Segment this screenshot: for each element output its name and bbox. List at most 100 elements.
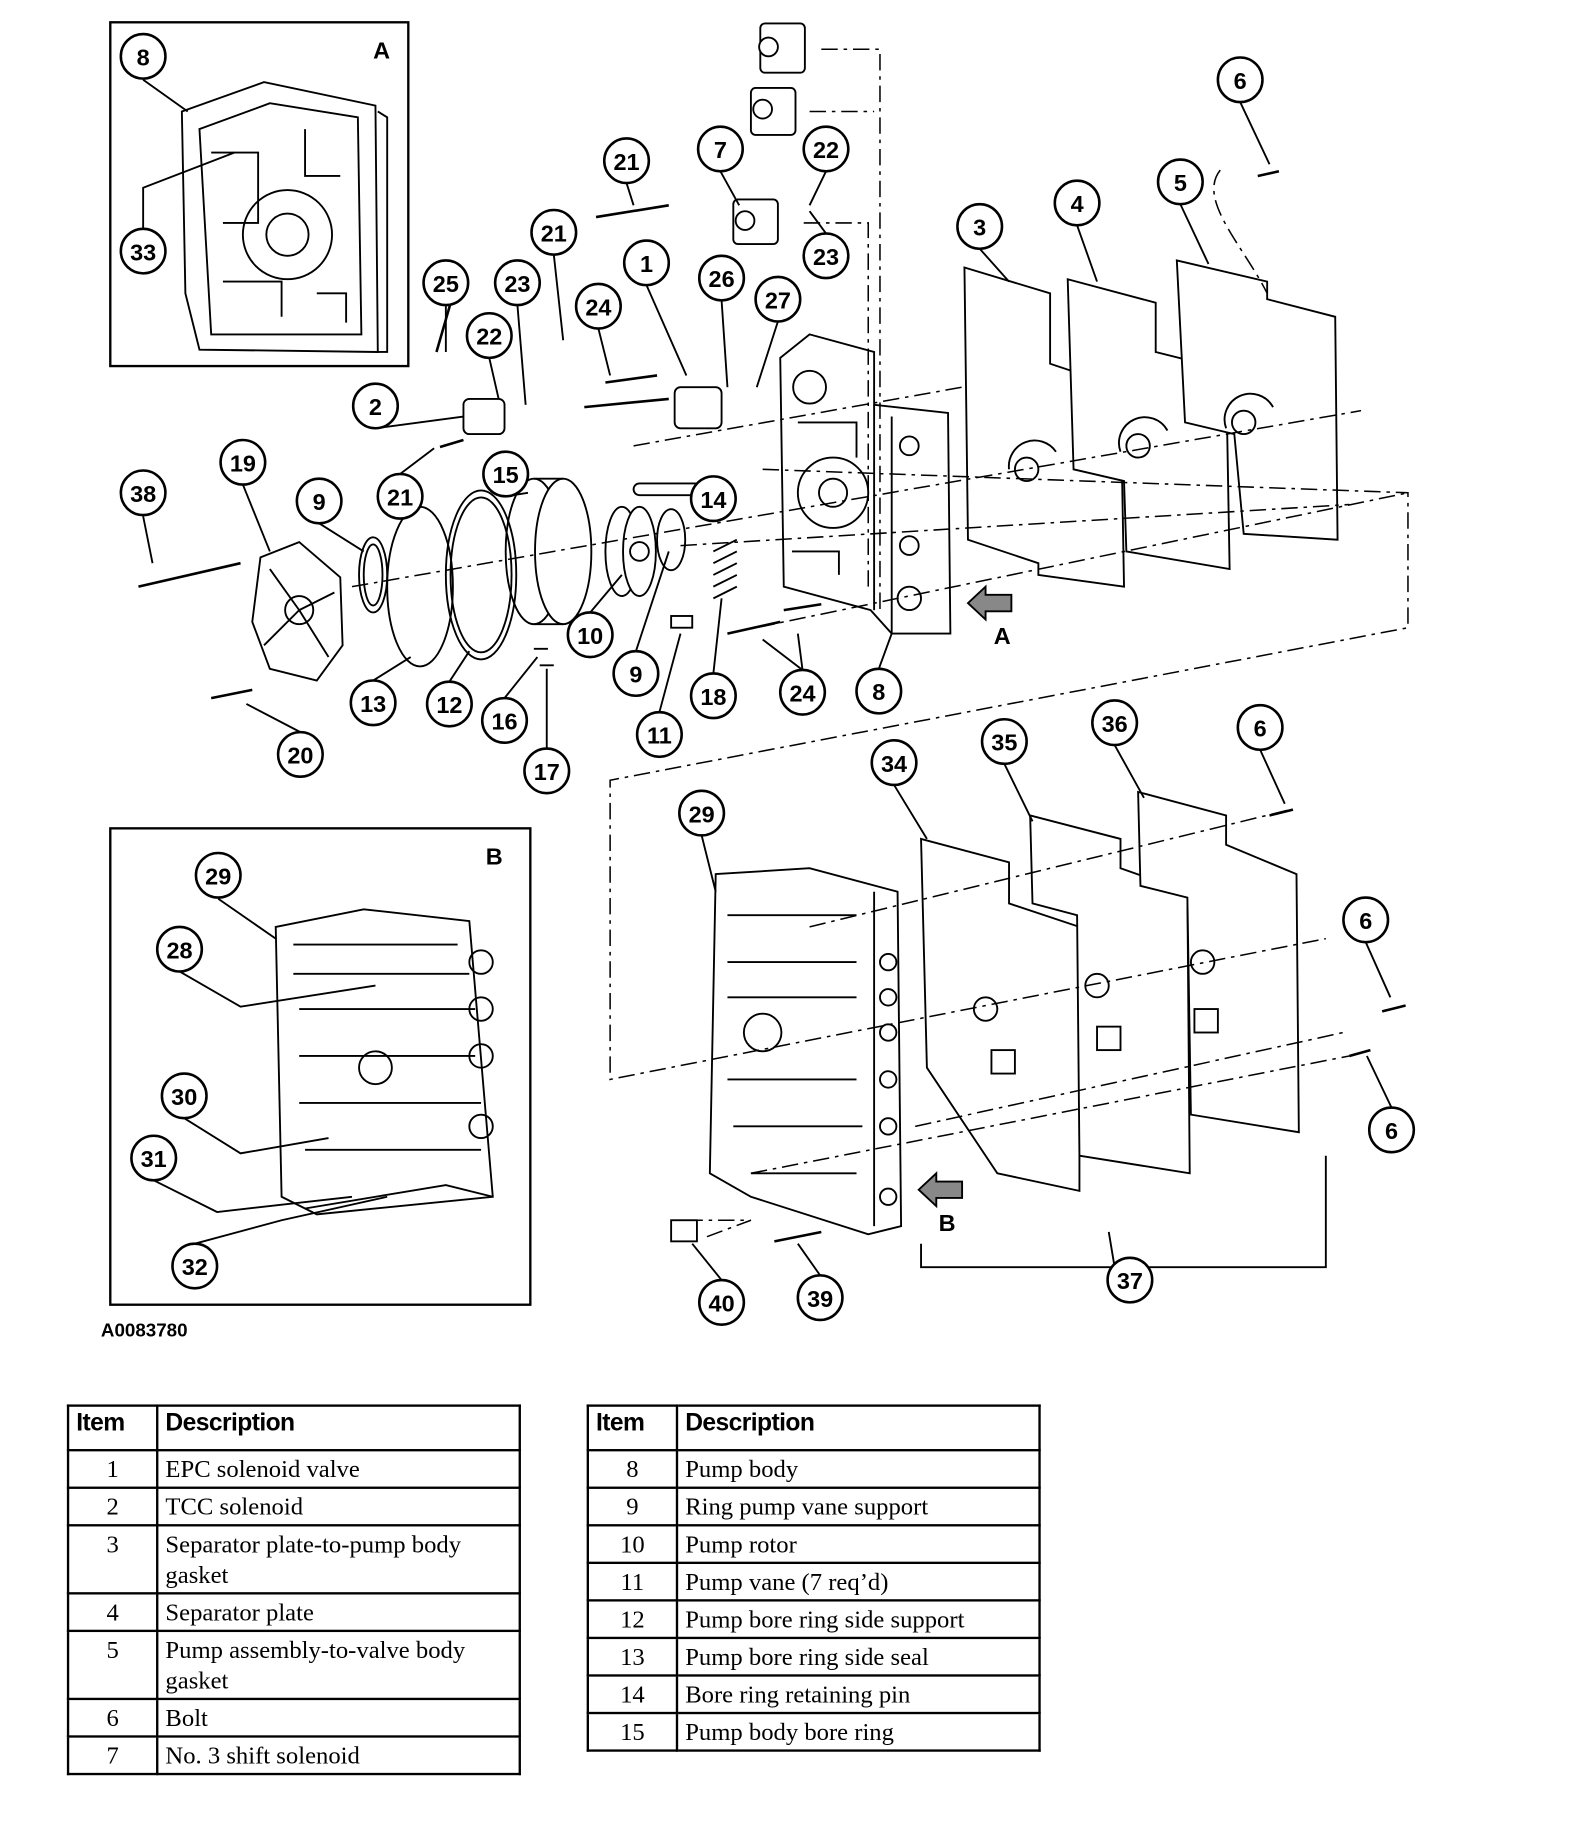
callout-circle [219, 438, 267, 486]
item-description: Pump bore ring side support [675, 1599, 1041, 1640]
item-number: 8 [586, 1449, 679, 1489]
callout-16: 16 [480, 696, 529, 744]
callout-circle [870, 739, 918, 787]
callout-22: 22 [465, 311, 513, 360]
callout-8: 8 [855, 667, 903, 715]
callout-34: 34 [870, 739, 918, 787]
callout-number: 28 [166, 937, 192, 963]
item-description: Pump vane (7 req’d) [675, 1561, 1041, 1602]
item-description: Bolt [156, 1697, 521, 1738]
callout-circle [194, 851, 242, 899]
item-number: 1 [66, 1449, 159, 1489]
callout-number: 23 [813, 244, 839, 270]
callout-11: 11 [635, 710, 683, 759]
callout-15: 15 [482, 450, 530, 498]
pump-cover-19 [251, 540, 344, 682]
inset-b-label: B [486, 844, 503, 870]
item-number: 9 [586, 1486, 679, 1527]
callout-number: 33 [130, 239, 156, 265]
callout-circle [1053, 179, 1101, 227]
callout-number: 21 [541, 220, 567, 246]
callout-number: 26 [709, 266, 735, 292]
callout-circle [635, 710, 683, 759]
callout-circle [1216, 56, 1264, 104]
item-description: TCC solenoid [156, 1486, 521, 1527]
callout-number: 27 [765, 287, 791, 313]
callout-3: 3 [956, 202, 1004, 251]
callout-circle [802, 125, 850, 173]
callout-number: 30 [171, 1084, 197, 1110]
item-number: 5 [66, 1629, 159, 1701]
callout-9: 9 [295, 477, 343, 525]
callout-number: 37 [1117, 1268, 1143, 1294]
callout-circle [482, 450, 530, 498]
item-number: 11 [586, 1561, 679, 1602]
callout-number: 20 [287, 743, 313, 769]
callout-14: 14 [689, 475, 737, 523]
callout-circle [351, 382, 400, 430]
header-item: Item [586, 1404, 679, 1452]
inset-a-frame [109, 21, 410, 368]
item-description: Pump body [675, 1449, 1041, 1489]
callout-number: 18 [700, 684, 726, 710]
callout-circle [612, 649, 660, 698]
callout-number: 38 [130, 481, 156, 507]
figure-id: A0083780 [100, 1321, 188, 1342]
callout-19: 19 [219, 438, 267, 486]
item-description: Separator plate-to-pump body gasket [156, 1524, 521, 1595]
callout-number: 12 [436, 692, 462, 718]
callout-number: 8 [137, 44, 150, 70]
callout-number: 25 [433, 271, 459, 297]
callout-circle [1106, 1256, 1154, 1304]
inset-b-valve-body [274, 908, 494, 1216]
callout-circle [422, 259, 470, 307]
callout-6: 6 [1342, 896, 1390, 944]
callout-circle [678, 789, 726, 837]
pump-rings [358, 477, 738, 668]
callout-circle [530, 208, 578, 256]
inset-a-label: A [373, 38, 390, 64]
view-a-label: A [994, 623, 1011, 649]
callout-23: 23 [802, 232, 850, 280]
callout-circle [697, 1278, 746, 1326]
callout-number: 6 [1385, 1118, 1398, 1144]
item-description: Pump rotor [675, 1524, 1041, 1565]
callout-38: 38 [119, 469, 167, 517]
callout-1: 1 [622, 239, 671, 287]
callout-number: 24 [585, 294, 611, 320]
callout-25: 25 [422, 259, 470, 307]
callout-circle [802, 232, 850, 280]
callout-30: 30 [160, 1072, 208, 1120]
callout-number: 32 [182, 1254, 208, 1280]
callout-circle [697, 254, 746, 302]
plate-4 [1066, 278, 1231, 571]
callout-number: 40 [709, 1291, 735, 1317]
callout-number: 24 [789, 680, 815, 706]
callout-number: 9 [629, 662, 642, 688]
item-description: Bore ring retaining pin [675, 1674, 1041, 1715]
item-number: 13 [586, 1636, 679, 1677]
callout-circle [566, 611, 614, 659]
callout-number: 21 [613, 149, 639, 175]
item-description: Pump assembly-to-valve body gasket [156, 1629, 521, 1701]
callout-number: 8 [872, 679, 885, 705]
callout-number: 6 [1254, 716, 1267, 742]
callout-number: 35 [991, 730, 1017, 756]
callout-circle [1367, 1106, 1416, 1154]
header-item: Item [66, 1404, 159, 1452]
exploded-diagram: A B A B 83321722236543211262724252322221… [109, 21, 1416, 1326]
callout-number: 29 [689, 801, 715, 827]
callout-7: 7 [696, 125, 744, 173]
callout-29: 29 [678, 789, 726, 837]
inset-a-pump-body [180, 81, 389, 353]
callout-number: 22 [813, 137, 839, 163]
callout-circle [171, 1242, 219, 1290]
callout-circle [696, 125, 744, 173]
valve-body-29 [670, 867, 903, 1243]
